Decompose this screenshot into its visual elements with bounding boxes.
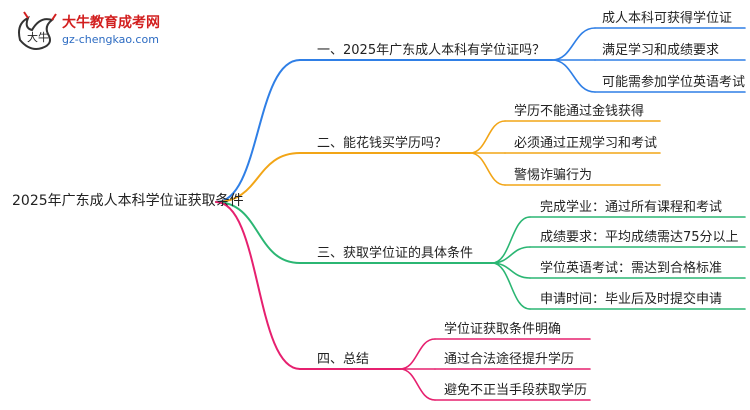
logo-title: 大牛教育成考网 <box>62 15 160 31</box>
branch-3-leaf-2[interactable]: 成绩要求：平均成绩需达75分以上 <box>540 230 739 245</box>
branch-3-leaf-1-connector <box>491 216 531 264</box>
branch-1-leaf-2[interactable]: 满足学习和成绩要求 <box>602 43 720 58</box>
branch-4-leaf-1[interactable]: 学位证获取条件明确 <box>444 322 562 337</box>
branch-4-leaf-3[interactable]: 避免不正当手段获取学历 <box>444 383 588 398</box>
branch-1-leaf-3-connector <box>551 59 596 93</box>
branch-2-leaf-3-connector <box>469 152 506 186</box>
branch-1-leaf-3[interactable]: 可能需参加学位英语考试 <box>602 75 746 90</box>
branch-1-leaf-1[interactable]: 成人本科可获得学位证 <box>602 11 733 26</box>
branch-1-connector <box>215 59 301 203</box>
logo-url: gz-chengkao.com <box>62 33 159 46</box>
branch-3-leaf-1[interactable]: 完成学业：通过所有课程和考试 <box>540 200 723 215</box>
root-node[interactable]: 2025年广东成人本科学位证获取条件 <box>12 193 244 209</box>
branch-4-leaf-2[interactable]: 通过合法途径提升学历 <box>444 352 575 367</box>
branch-2-label[interactable]: 二、能花钱买学历吗？ <box>317 136 448 151</box>
branch-1-leaf-1-connector <box>551 27 596 61</box>
branch-2-leaf-3[interactable]: 警惕诈骗行为 <box>514 168 593 183</box>
branch-3-leaf-4[interactable]: 申请时间：毕业后及时提交申请 <box>540 292 723 307</box>
branch-3-connector <box>215 201 301 264</box>
branch-2-leaf-1[interactable]: 学历不能通过金钱获得 <box>514 104 645 119</box>
bull-logo-icon: 大牛 <box>18 11 57 50</box>
logo-mark-text: 大牛 <box>27 30 49 44</box>
branch-4-connector <box>215 201 301 370</box>
branch-3-leaf-4-connector <box>491 262 531 310</box>
branch-2-leaf-2[interactable]: 必须通过正规学习和考试 <box>514 136 658 151</box>
branch-2-connector <box>215 152 301 203</box>
branch-3-leaf-3[interactable]: 学位英语考试：需达到合格标准 <box>540 261 723 276</box>
branch-4-leaf-1-connector <box>399 338 436 370</box>
branch-2-leaf-1-connector <box>469 120 506 154</box>
branch-4-label[interactable]: 四、总结 <box>317 352 370 367</box>
branch-3-label[interactable]: 三、获取学位证的具体条件 <box>317 246 474 261</box>
branch-1-label[interactable]: 一、2025年广东成人本科有学位证吗？ <box>317 43 546 58</box>
branch-4-leaf-3-connector <box>399 368 436 401</box>
site-logo[interactable]: 大牛 大牛教育成考网 gz-chengkao.com <box>14 8 184 54</box>
